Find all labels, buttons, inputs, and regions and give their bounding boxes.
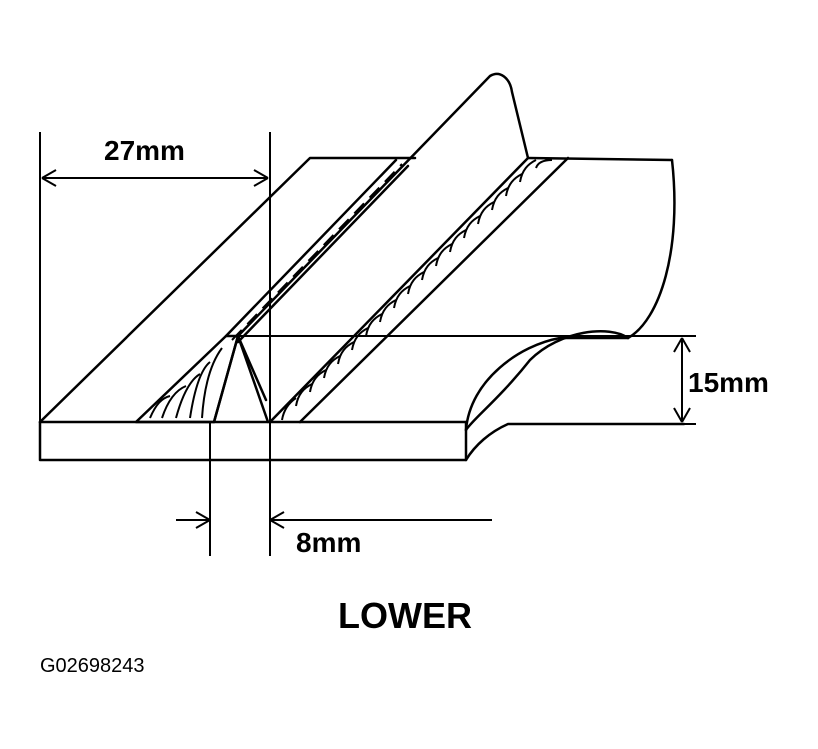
upper-flange <box>38 156 674 424</box>
dimension-label-8mm: 8mm <box>296 527 361 558</box>
inclined-panel <box>236 72 530 402</box>
dimension-label-27mm: 27mm <box>104 135 185 166</box>
dimension-27mm: 27mm <box>39 132 271 556</box>
base-plate <box>38 420 686 462</box>
figure-id: G02698243 <box>40 655 145 677</box>
left-weld-bead <box>134 334 270 424</box>
caption-label: LOWER <box>338 595 472 636</box>
dashed-seam <box>224 158 410 344</box>
dimension-label-15mm: 15mm <box>688 367 769 398</box>
dimension-8mm: 8mm <box>176 422 492 558</box>
dimension-15mm: 15mm <box>238 335 769 425</box>
right-weld-bead <box>268 156 570 424</box>
curved-edge <box>464 158 676 432</box>
